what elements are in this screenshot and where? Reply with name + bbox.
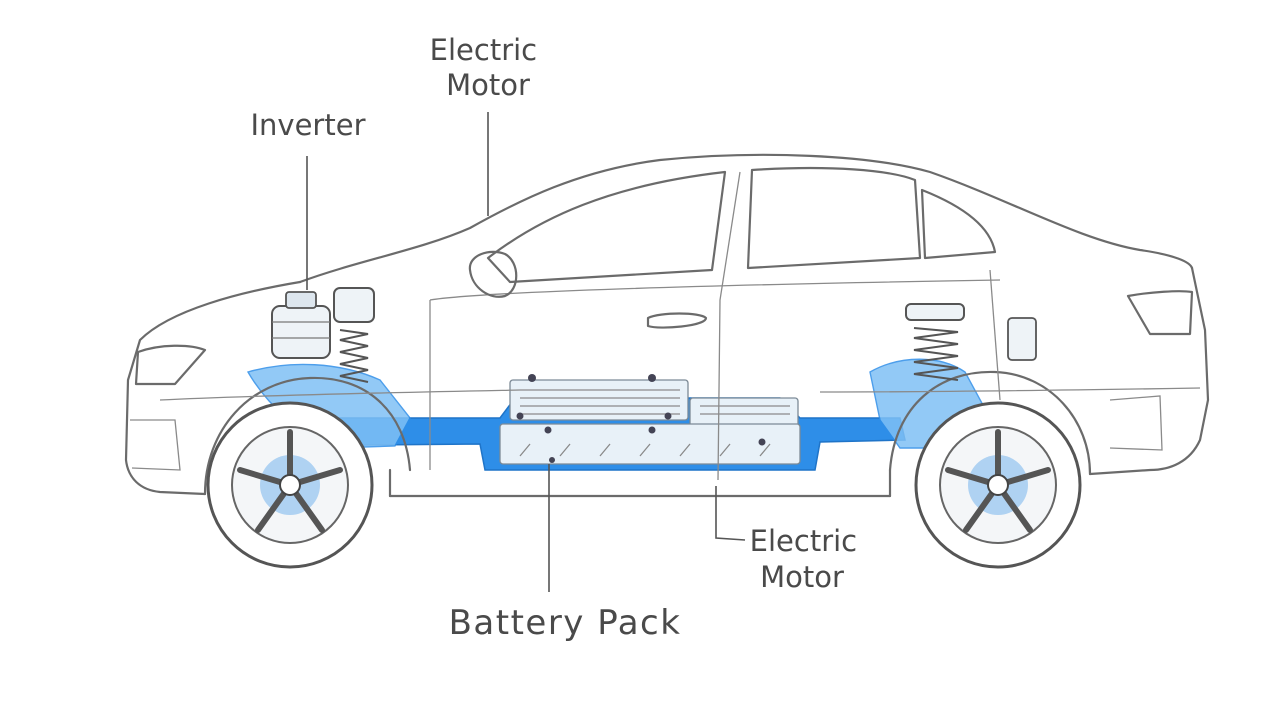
label-battery-pack: Battery Pack xyxy=(449,603,682,643)
car-body-outline xyxy=(124,153,1210,498)
front-suspension xyxy=(333,287,375,383)
label-inverter: Inverter xyxy=(251,108,366,142)
label-electric-motor-bottom-line2: Motor xyxy=(760,560,844,594)
label-electric-motor-top: Electric Motor xyxy=(430,33,547,102)
label-electric-motor-bottom: Electric Motor xyxy=(750,524,867,594)
rear-suspension xyxy=(905,303,1037,381)
front-wheel xyxy=(206,401,374,569)
label-electric-motor-bottom-line1: Electric xyxy=(750,524,857,558)
inverter-unit xyxy=(271,291,331,359)
battery-pack-shape xyxy=(499,374,801,465)
rear-wheel xyxy=(914,401,1082,569)
label-electric-motor-top-line2: Motor xyxy=(446,68,530,102)
label-electric-motor-top-line1: Electric xyxy=(430,33,537,67)
leader-electric-motor-bottom xyxy=(715,486,746,541)
